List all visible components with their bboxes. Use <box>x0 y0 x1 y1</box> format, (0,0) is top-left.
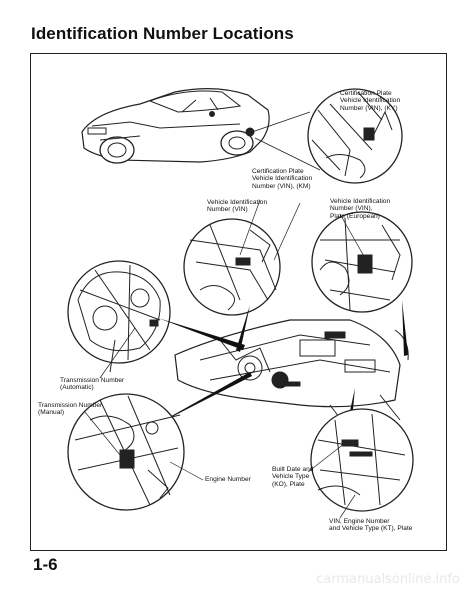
label-vin: Vehicle Identification Number (VIN) <box>207 199 268 214</box>
page-number: 1-6 <box>33 555 58 574</box>
label-vin-european: Vehicle Identification Number (VIN), Pla… <box>330 198 391 220</box>
detail-circle-trans-manual <box>67 393 185 511</box>
label-engine-number: Engine Number <box>205 476 251 483</box>
page-title: Identification Number Locations <box>31 24 294 43</box>
car-illustration <box>81 88 270 164</box>
engine-bay <box>174 319 409 426</box>
detail-circle-trans-auto <box>67 260 171 373</box>
detail-circle-vin-european <box>311 211 413 313</box>
label-cert-plate-km: Certification Plate Vehicle Identificati… <box>252 168 313 190</box>
detail-circle-vin <box>183 218 281 316</box>
detail-circle-cert-ky <box>307 88 403 184</box>
label-cert-plate-ky: Certification Plate Vehicle Identificati… <box>340 90 401 112</box>
label-trans-automatic: Transmission Number (Automatic) <box>60 377 125 392</box>
detail-circle-vin-kt <box>310 408 414 512</box>
watermark: carmanualsonline.info <box>316 572 460 587</box>
label-built-date: Built Date and Vehicle Type (KO), Plate <box>272 466 314 488</box>
illustration-frame <box>30 53 447 551</box>
label-trans-manual: Transmission Number (Manual) <box>38 402 103 417</box>
label-vin-engine-kt: VIN, Engine Number and Vehicle Type (KT)… <box>329 518 413 533</box>
